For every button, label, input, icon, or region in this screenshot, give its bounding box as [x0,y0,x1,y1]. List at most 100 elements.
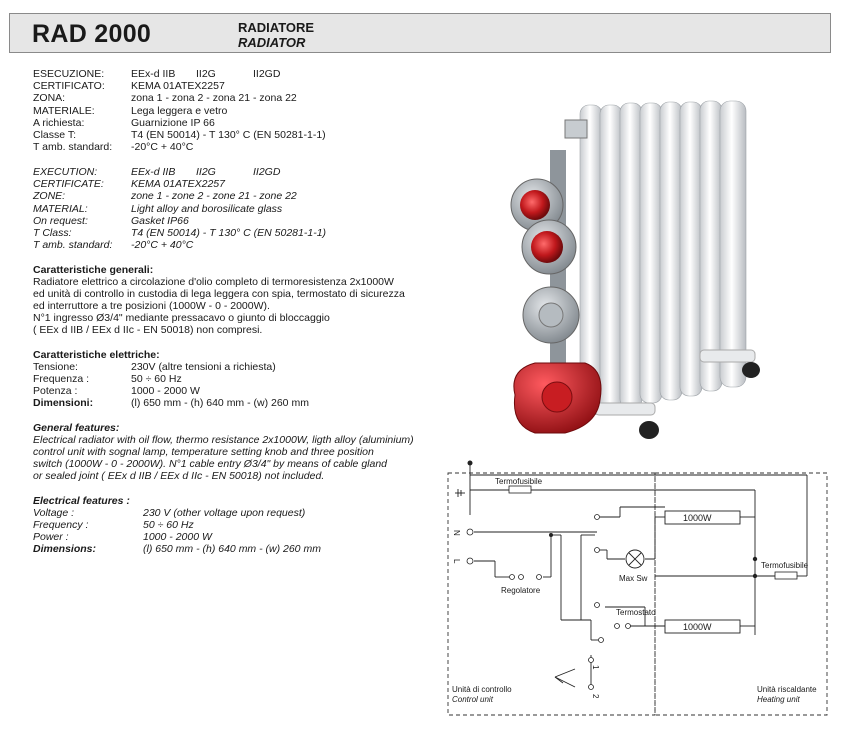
spec-key: On request: [33,214,88,227]
spec-value: -20°C + 40°C [131,239,194,252]
spec-key: Classe T: [33,128,76,141]
general-en-heading: General features: [33,422,120,434]
radiator-foot [699,349,756,363]
spec-value: T4 (EN 50014) - T 130° C (EN 50281-1-1) [131,128,326,141]
general-en-text: Electrical radiator with oil flow, therm… [33,434,414,482]
spec-key: Potenza : [33,385,78,397]
heating-resistor [664,619,741,634]
radiator-photo [510,100,760,439]
caster-wheel [742,362,760,378]
termofusibile-label: Termofusibile [761,561,809,570]
spec-key: T amb. standard: [33,239,113,252]
model-name: RAD 2000 [32,20,152,48]
spec-key: CERTIFICATE: [33,178,104,191]
spec-key: ESECUZIONE: [33,68,105,80]
heating-unit-label-it: Unità riscaldante [757,685,817,694]
spec-key: MATERIAL: [33,202,88,215]
spec-value: 230 V (other voltage upon request) [143,507,306,519]
text-line: control unit with sognal lamp, temperatu… [33,446,374,458]
spec-value: 1000 - 2000 W [131,385,200,397]
spec-value: Gasket IP66 [131,214,189,227]
wiring-diagram: Termofusibile Termofusibile 1000W 1000W … [447,460,828,716]
title-italian: RADIATORE [238,20,315,35]
spec-value: II2G [196,166,216,178]
spec-value: EEx-d IIB [131,68,176,80]
spec-key: ZONE: [33,190,66,203]
spec-value: (l) 650 mm - (h) 640 mm - (w) 260 mm [143,543,321,555]
spec-key: A richiesta: [33,116,85,129]
spec-value: 230V (altre tensioni a richiesta) [131,361,276,373]
title-english: RADIATOR [238,35,306,50]
spec-value: -20°C + 40°C [131,141,194,154]
radiator-fins [579,100,747,416]
spec-value: II2GD [253,68,281,80]
spec-value: zona 1 - zona 2 - zona 21 - zona 22 [131,92,297,105]
spec-key: Frequency : [33,519,89,531]
spec-value: KEMA 01ATEX2257 [131,178,225,191]
red-lamp-icon [531,231,563,263]
spec-key: ZONA: [33,92,66,105]
spec-value: 50 ÷ 60 Hz [143,519,194,531]
position-label: 2 [591,694,600,699]
text-line: switch (1000W - 0 - 2000W). N°1 cable en… [33,458,388,470]
heating-unit-label-en: Heating unit [757,695,800,704]
spec-key: CERTIFICATO: [33,80,105,93]
thermostat-knob-icon [564,119,588,139]
spec-key: Dimensions: [33,543,97,555]
spec-value: EEx-d IIB [131,166,176,178]
spec-value: Lega leggera e vetro [131,104,228,117]
termostato-label: Termostato [616,608,656,617]
regolatore-label: Regolatore [501,586,541,595]
general-it-text: Radiatore elettrico a circolazione d'oli… [33,276,405,336]
spec-key: Power : [33,531,69,543]
spec-key: T Class: [33,226,72,239]
control-unit-label-it: Unità di controllo [452,685,512,694]
line-label: L [452,559,461,564]
text-line: or sealed joint ( EEx d IIB / EEx d IIc … [33,470,325,482]
text-line: ed interruttore a tre posizioni (1000W -… [33,300,270,312]
spec-key: Frequenza : [33,373,90,385]
spec-value: Light alloy and borosilicate glass [131,202,283,215]
spec-value: II2GD [253,166,281,178]
spec-value: T4 (EN 50014) - T 130° C (EN 50281-1-1) [131,226,327,239]
heating-unit-box [654,472,828,716]
termofusibile-label: Termofusibile [495,477,543,486]
spec-value: 1000 - 2000 W [143,531,212,543]
text-line: Electrical radiator with oil flow, therm… [33,434,414,446]
spec-value: Guarnizione IP 66 [131,116,215,129]
spec-key: MATERIALE: [33,104,95,117]
spec-value: zone 1 - zone 2 - zone 21 - zone 22 [131,190,297,203]
electrical-en-heading: Electrical features : [33,495,130,507]
fuse-symbol [774,571,798,580]
text-line: Radiatore elettrico a circolazione d'oli… [33,276,394,288]
spec-value: 50 ÷ 60 Hz [131,373,182,385]
red-lamp-icon [520,190,550,220]
text-line: ed unità di controllo in custodia di leg… [33,288,405,300]
radiator-foot [594,402,656,416]
heating-resistor [664,510,741,525]
spec-key: Voltage : [33,507,75,519]
spec-value: KEMA 01ATEX2257 [131,80,225,93]
terminal-dots [466,514,631,690]
spec-key: Tensione: [33,361,78,373]
junction-dots [467,460,758,579]
resistor-label: 1000W [683,513,712,523]
spec-key: Dimensioni: [33,397,94,409]
spec-value: (l) 650 mm - (h) 640 mm - (w) 260 mm [131,397,309,409]
title-bar: RAD 2000 RADIATORE RADIATOR [9,13,831,53]
general-it-heading: Caratteristiche generali: [33,264,154,276]
text-line: ( EEx d IIB / EEx d IIc - EN 50018) non … [33,324,263,336]
spec-value: II2G [196,68,216,80]
text-line: N°1 ingresso Ø3/4" mediante pressacavo o… [33,312,330,324]
spec-key: EXECUTION: [33,166,98,178]
control-unit-box [447,472,656,716]
spec-key: T amb. standard: [33,141,113,154]
switch-knob-icon [538,302,564,328]
neutral-label: N [452,530,461,536]
caster-wheel [639,421,659,439]
electrical-it-heading: Caratteristiche elettriche: [33,349,160,361]
max-sw-label: Max Sw [619,574,648,583]
junction-cover [541,381,573,413]
resistor-label: 1000W [683,622,712,632]
control-unit-label-en: Control unit [452,695,494,704]
